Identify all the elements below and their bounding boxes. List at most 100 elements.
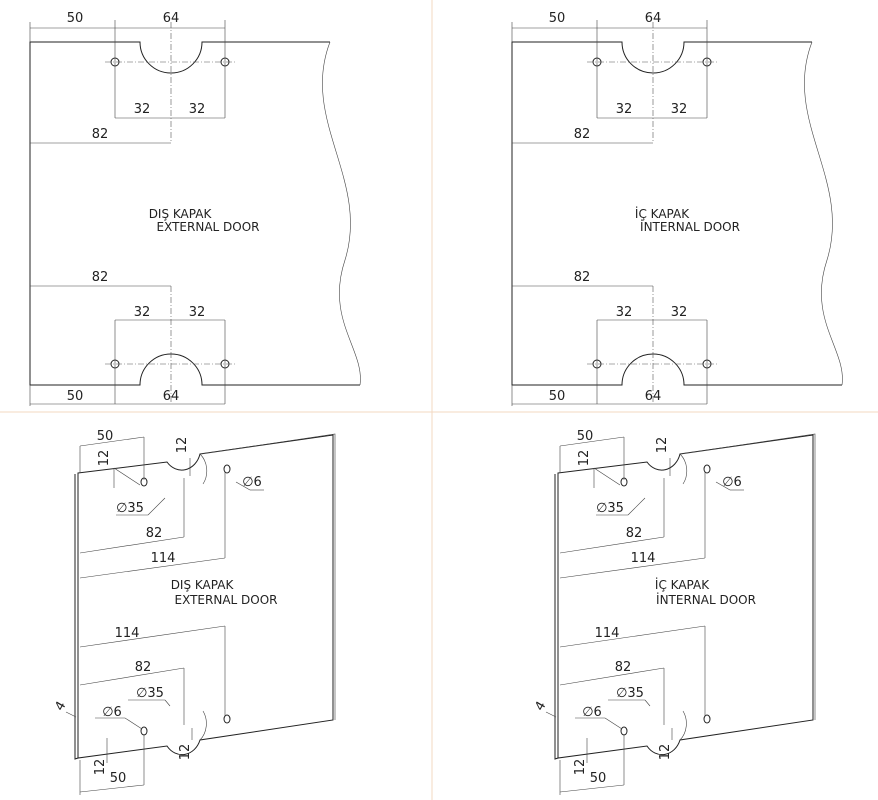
dimension-line (559, 667, 665, 686)
dimension-line (147, 497, 166, 516)
dimension-line (79, 784, 145, 793)
dim-64-top: 64 (645, 11, 662, 26)
dim-50-bottom: 50 (67, 389, 84, 404)
dimension-line (65, 711, 77, 718)
dim-114-top: 114 (151, 551, 176, 566)
dim-82-bottom: 82 (574, 270, 591, 285)
dimension-line (627, 497, 646, 516)
dimension-line (79, 667, 185, 686)
dim-12-bottom-left: 12 (573, 759, 588, 776)
dimension-line (79, 625, 226, 648)
dim-64-bottom: 64 (163, 389, 180, 404)
dim-50-top: 50 (97, 429, 114, 444)
dim-50-top: 50 (577, 429, 594, 444)
notch-edge (679, 453, 688, 741)
dimension-line (644, 699, 651, 707)
dim-50-bottom: 50 (549, 389, 566, 404)
dim-32-bottom-right: 32 (189, 305, 206, 320)
plate-thickness (679, 433, 816, 720)
dim-32-bottom-left: 32 (134, 305, 151, 320)
dimension-line (559, 436, 625, 447)
dim-diameter-35-top: ∅35 (116, 501, 144, 516)
dimension-line (559, 557, 706, 579)
dimension-line (235, 481, 251, 491)
dim-82-bottom: 82 (92, 270, 109, 285)
door-title-en: EXTERNAL DOOR (157, 220, 260, 234)
mounting-hole (223, 464, 231, 474)
dim-diameter-35-bottom: ∅35 (136, 686, 164, 701)
dimension-line (113, 467, 141, 486)
dim-32-bottom-left: 32 (616, 305, 633, 320)
break-line (322, 41, 361, 386)
dimension-line (79, 436, 145, 447)
door-title-en: İNTERNAL DOOR (640, 219, 740, 234)
dim-diameter-35-bottom: ∅35 (616, 686, 644, 701)
dim-50-top: 50 (67, 11, 84, 26)
plate-edge (74, 474, 79, 760)
plate-edge (554, 474, 559, 760)
dim-50-bottom: 50 (590, 771, 607, 786)
dim-114-bottom: 114 (595, 626, 620, 641)
dimension-line (559, 784, 625, 793)
dim-32-top-left: 32 (616, 102, 633, 117)
dimension-line (545, 711, 557, 718)
dim-diameter-35-top: ∅35 (596, 501, 624, 516)
dim-82-bottom: 82 (615, 660, 632, 675)
mounting-hole (703, 714, 711, 724)
dimension-line (559, 536, 665, 554)
plate-outline (511, 41, 842, 386)
mounting-hole (223, 714, 231, 724)
break-line (804, 41, 843, 386)
dim-32-bottom-right: 32 (671, 305, 688, 320)
dim-diameter-6-top: ∅6 (242, 475, 262, 490)
plate-outline (29, 41, 360, 386)
dim-32-top-right: 32 (189, 102, 206, 117)
dimension-line (559, 625, 706, 648)
dimension-line (79, 557, 226, 579)
door-title-tr: İÇ KAPAK (655, 577, 710, 592)
dim-thickness-4: 4 (532, 699, 549, 714)
dim-82-top: 82 (146, 526, 163, 541)
dimension-line (79, 536, 185, 554)
plate-outline (557, 434, 814, 759)
plate-outline (77, 434, 334, 759)
dimension-line (164, 699, 171, 707)
dim-82-top: 82 (92, 127, 109, 142)
dim-114-bottom: 114 (115, 626, 140, 641)
dim-diameter-6-bottom: ∅6 (582, 705, 602, 720)
dim-12-bottom-left: 12 (93, 759, 108, 776)
door-title-tr: DIŞ KAPAK (149, 207, 213, 221)
door-title-en: İNTERNAL DOOR (656, 592, 756, 607)
dim-32-top-left: 32 (134, 102, 151, 117)
dimension-line (715, 481, 731, 491)
dim-64-bottom: 64 (645, 389, 662, 404)
mounting-hole (703, 464, 711, 474)
notch-edge (199, 453, 208, 741)
door-title-tr: İÇ KAPAK (635, 206, 690, 221)
dim-50-bottom: 50 (110, 771, 127, 786)
dim-diameter-6-top: ∅6 (722, 475, 742, 490)
dim-12-top-notch: 12 (655, 437, 670, 454)
dim-12-bottom-notch: 12 (178, 744, 193, 761)
dim-82-top: 82 (574, 127, 591, 142)
dim-82-top: 82 (626, 526, 643, 541)
dim-12-bottom-notch: 12 (658, 744, 673, 761)
dim-32-top-right: 32 (671, 102, 688, 117)
mounting-hole (620, 726, 628, 736)
dim-12-top-notch: 12 (175, 437, 190, 454)
dim-114-top: 114 (631, 551, 656, 566)
dimension-line (124, 717, 143, 730)
plate-thickness (199, 433, 336, 720)
mounting-hole (140, 726, 148, 736)
dim-50-top: 50 (549, 11, 566, 26)
dim-thickness-4: 4 (52, 699, 69, 714)
door-title-tr: DIŞ KAPAK (171, 578, 235, 592)
dim-12-top-left: 12 (577, 450, 592, 467)
